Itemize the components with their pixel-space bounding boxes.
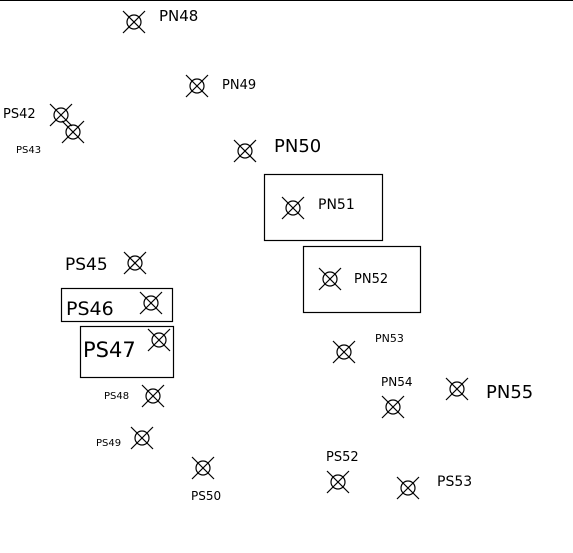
pn48-label: PN48 [159,7,198,25]
pn48-symbol-icon [122,10,146,34]
ps50-symbol-icon [191,456,215,480]
ps50-label: PS50 [191,489,221,503]
ps42-label: PS42 [3,107,36,122]
ps46-symbol-icon [139,291,163,315]
pn49-label: PN49 [222,78,256,93]
ps46-label: PS46 [66,298,114,320]
ps49-label: PS49 [96,438,121,449]
pn50-symbol-icon [233,139,257,163]
pn53-label: PN53 [375,332,404,345]
ps53-label: PS53 [437,474,472,490]
pn54-label: PN54 [381,375,412,389]
ps47-box [79,325,175,379]
pn54-symbol-icon [381,395,405,419]
pn51-label: PN51 [318,197,355,213]
ps53-symbol-icon [396,476,420,500]
ps49-symbol-icon [130,426,154,450]
ps47-label: PS47 [83,338,136,362]
ps46-box [60,287,174,323]
pn51-symbol-icon [281,196,305,220]
ps48-symbol-icon [141,384,165,408]
ps52-symbol-icon [326,470,350,494]
ps45-label: PS45 [65,255,108,275]
pn51-box [263,173,384,242]
pn50-label: PN50 [274,136,321,157]
ps48-label: PS48 [104,391,129,402]
pn52-label: PN52 [354,272,388,287]
ps43-label: PS43 [16,145,41,156]
pn49-symbol-icon [185,74,209,98]
ps47-symbol-icon [147,328,171,352]
ps45-symbol-icon [123,251,147,275]
pn52-symbol-icon [318,267,342,291]
ps43-symbol-icon [61,120,85,144]
pn53-symbol-icon [332,340,356,364]
ps52-label: PS52 [326,450,359,465]
pn52-box [302,245,422,314]
pn55-label: PN55 [486,382,533,403]
ps42-symbol-icon [49,103,73,127]
pn55-symbol-icon [445,377,469,401]
